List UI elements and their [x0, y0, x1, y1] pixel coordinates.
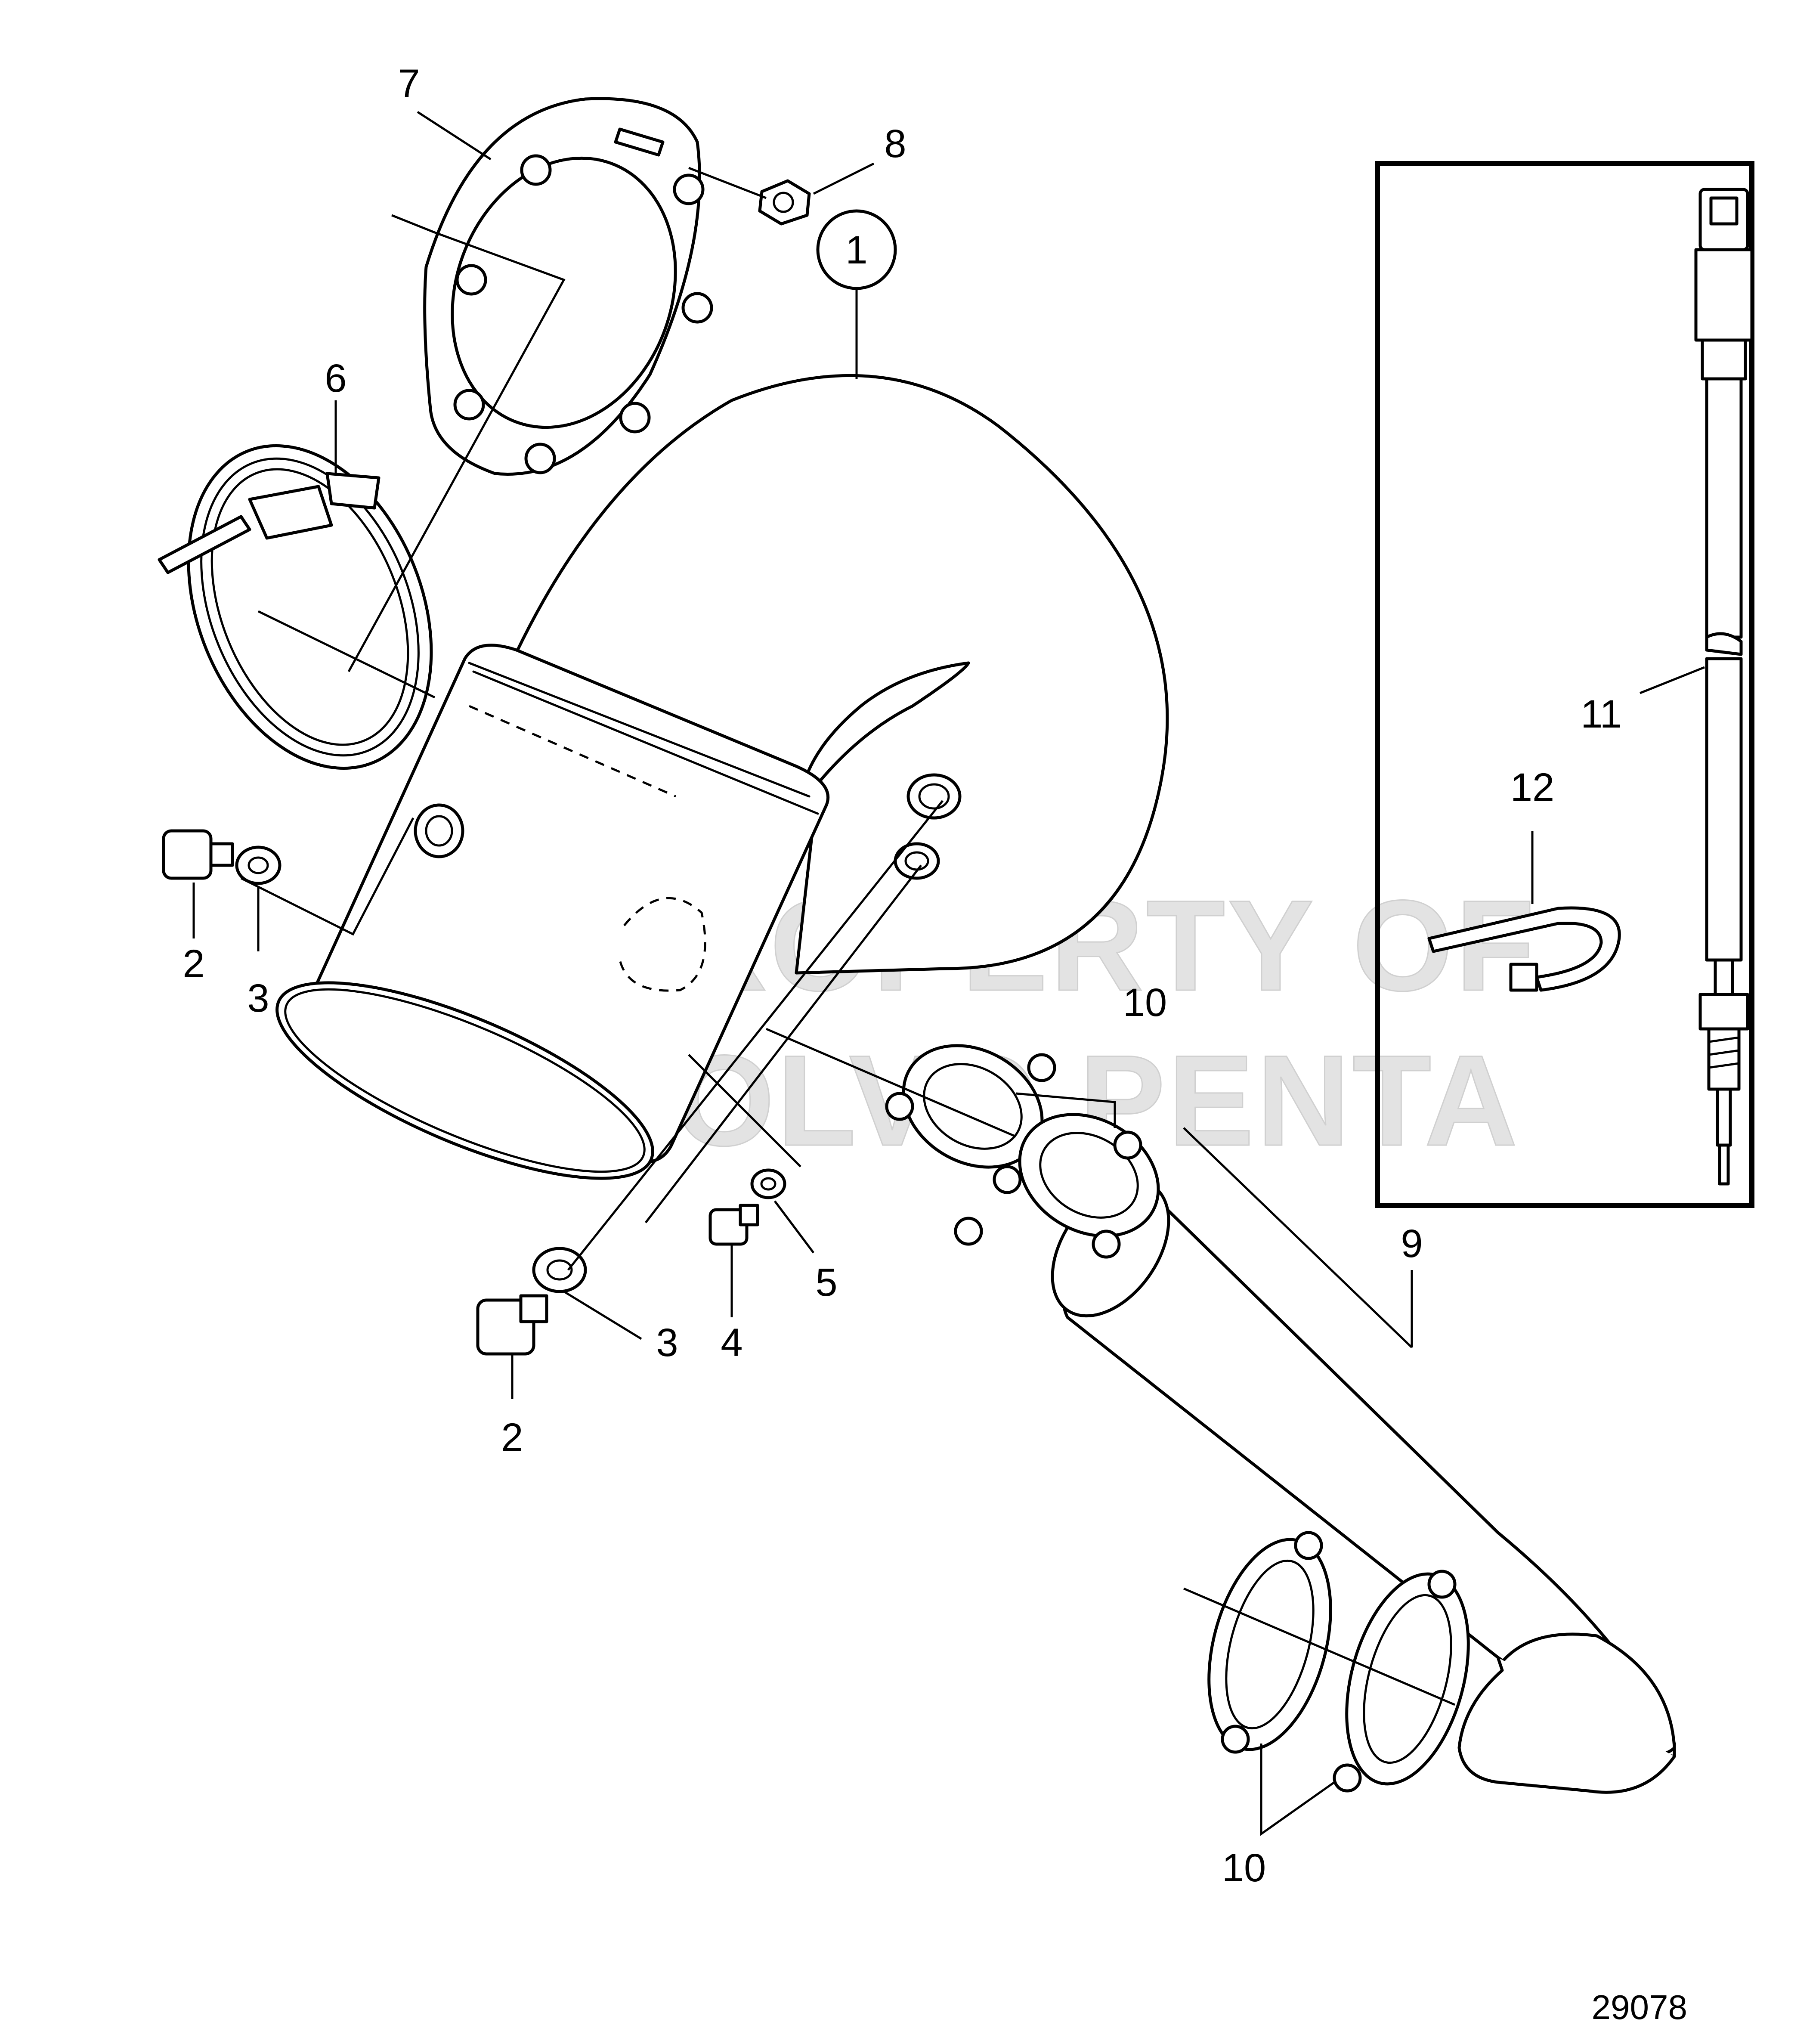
- plug-upper: [162, 829, 234, 880]
- callout-10-lower: 10: [1222, 1846, 1266, 1890]
- leader-lines: [192, 111, 1705, 1836]
- callout-8: 8: [884, 122, 906, 166]
- plug-lower: [476, 1294, 548, 1356]
- callout-3-lower: 3: [656, 1321, 678, 1365]
- flange-ring: [423, 97, 713, 476]
- washer-lower: [532, 1247, 587, 1293]
- callout-labels: 1 7 8 6 2 3 3 2 4 5 10 9 11 12 10: [183, 62, 1621, 1890]
- callout-6: 6: [325, 356, 346, 400]
- callout-10-upper: 10: [1123, 981, 1167, 1025]
- callout-1-circle: [816, 209, 897, 290]
- pipe-clamps-upper: [885, 1044, 1160, 1259]
- callout-3-upper: 3: [247, 976, 269, 1020]
- callout-12: 12: [1510, 765, 1554, 809]
- cable-tie: [1427, 906, 1621, 992]
- silencer-body: [275, 644, 962, 1180]
- plug-small: [708, 1204, 759, 1246]
- sensor-inset-frame: [1375, 161, 1754, 1208]
- temperature-sensor: [1694, 188, 1754, 1186]
- callout-5: 5: [815, 1260, 837, 1304]
- callout-2-lower: 2: [501, 1415, 523, 1459]
- callout-7: 7: [398, 62, 420, 105]
- exhaust-elbow: [515, 374, 1169, 975]
- washer-small: [750, 1168, 786, 1199]
- pipe-clamps-lower: [1207, 1531, 1470, 1793]
- callout-9: 9: [1401, 1222, 1423, 1266]
- v-band-clamp: [158, 444, 433, 770]
- flange-bolt-heads: [453, 154, 713, 474]
- callout-11: 11: [1581, 692, 1622, 736]
- drawing-number: 29078: [1592, 1988, 1687, 2026]
- nut: [758, 179, 811, 226]
- callout-2-upper: 2: [183, 942, 204, 986]
- washer-upper: [235, 845, 282, 885]
- callout-4: 4: [721, 1321, 742, 1365]
- callout-1: 1: [845, 228, 867, 272]
